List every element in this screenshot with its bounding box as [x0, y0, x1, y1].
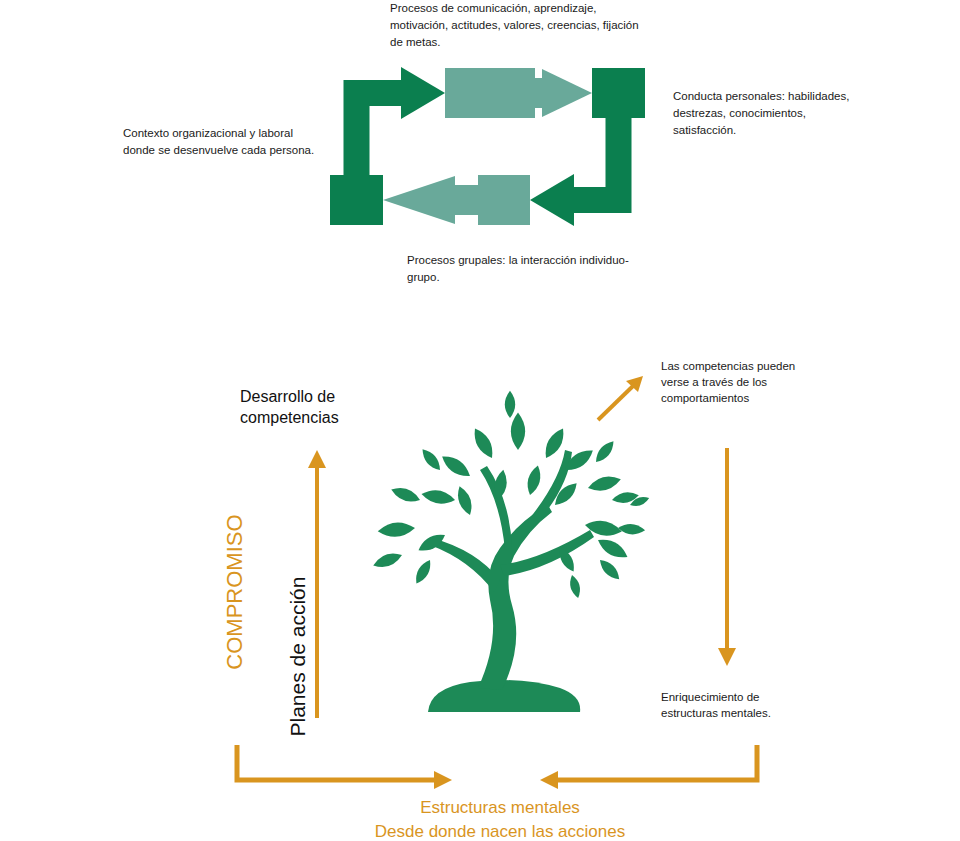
block-caption: Procesos de comunicación, aprendizaje, m…	[390, 0, 640, 51]
flow-arrow	[530, 118, 619, 226]
tree-trunk	[478, 505, 552, 690]
tree-branch	[480, 466, 512, 550]
orange-arrows	[237, 376, 757, 789]
flow-arrow	[383, 176, 478, 224]
block-caption: Procesos grupales: la interacción indivi…	[407, 252, 637, 286]
block-caption: Contexto organizacional y laboral donde …	[123, 125, 323, 159]
process-block: Procesos de comunicación, aprendizaje, m…	[445, 68, 535, 118]
flow-arrow	[357, 67, 446, 175]
note-label: Desde donde nacen las acciones	[300, 821, 700, 841]
tree	[371, 391, 650, 712]
flow-arrow	[535, 69, 592, 117]
tree-branch	[500, 530, 594, 576]
process-block: Procesos grupales: la interacción indivi…	[478, 175, 530, 225]
process-block: Conducta personales: habilidades, destre…	[592, 68, 645, 118]
note-label: Las competencias pueden verse a través d…	[661, 358, 806, 406]
vertical-label: Planes de acción	[285, 557, 310, 757]
vertical-label: COMPROMISO	[222, 492, 248, 692]
note-label: Estructuras mentales	[300, 797, 700, 819]
tree-branch	[430, 538, 500, 592]
note-label: Desarrollo de competencias	[240, 386, 370, 428]
block-caption: Conducta personales: habilidades, destre…	[673, 88, 863, 139]
tree-leaves	[371, 391, 650, 599]
process-block: Contexto organizacional y laboral donde …	[330, 175, 383, 225]
note-label: Enriquecimiento de estructuras mentales.	[661, 689, 811, 721]
